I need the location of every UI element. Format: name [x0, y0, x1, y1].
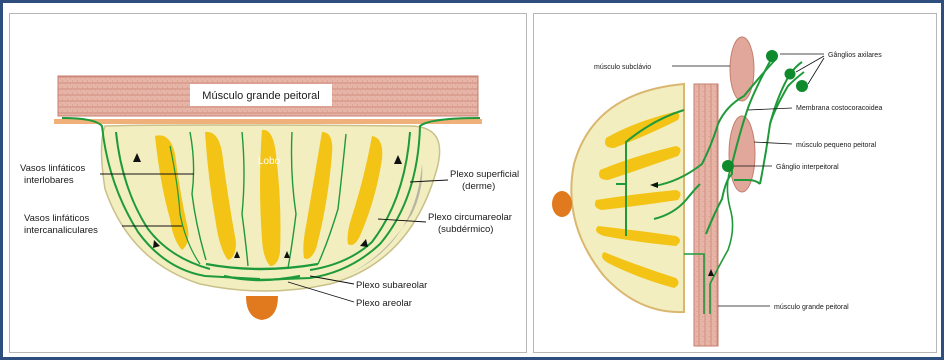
lobe-label: Lobo [258, 156, 281, 167]
label-pequeno: músculo pequeno peitoral [796, 142, 877, 149]
axillary-node [796, 80, 808, 92]
label-superficial-1: Plexo superficial [450, 169, 519, 180]
label-circumareolar-2: (subdérmico) [438, 224, 493, 235]
label-intercanalicular-1: Vasos linfáticos [24, 213, 90, 224]
nipple [552, 191, 572, 217]
left-panel-lymphatic-plexus-diagram: Músculo grande peitoral Lobo [9, 13, 527, 353]
muscle-label: Músculo grande peitoral [202, 90, 319, 102]
label-interpeitoral: Gânglio interpeitoral [776, 164, 839, 171]
label-circumareolar-1: Plexo circumareolar [428, 212, 512, 223]
nipple [246, 296, 278, 320]
axillary-node [785, 69, 796, 80]
label-membrana: Membrana costocoracoidea [796, 105, 882, 112]
interpectoral-node [722, 160, 734, 172]
axillary-node [766, 50, 778, 62]
right-panel-lymphatic-drainage-diagram: músculo subclávio Gânglios axilares Memb… [533, 13, 937, 353]
leader-line [808, 58, 824, 84]
right-diagram-svg: músculo subclávio Gânglios axilares Memb… [534, 14, 936, 352]
label-subareolar: Plexo subareolar [356, 280, 427, 291]
subclavius-muscle [730, 37, 754, 101]
label-subclavio: músculo subclávio [594, 64, 651, 71]
label-interlobar-2: interlobares [24, 175, 74, 186]
left-diagram-svg: Músculo grande peitoral Lobo [10, 14, 526, 352]
label-axilares: Gânglios axilares [828, 52, 882, 59]
leader-line [748, 108, 792, 110]
label-intercanalicular-2: intercanaliculares [24, 225, 98, 236]
label-areolar: Plexo areolar [356, 298, 412, 309]
leader-line [754, 142, 792, 144]
label-superficial-2: (derme) [462, 181, 495, 192]
label-grande: músculo grande peitoral [774, 304, 849, 311]
fascia-line [54, 119, 482, 124]
label-interlobar-1: Vasos linfáticos [20, 163, 86, 174]
